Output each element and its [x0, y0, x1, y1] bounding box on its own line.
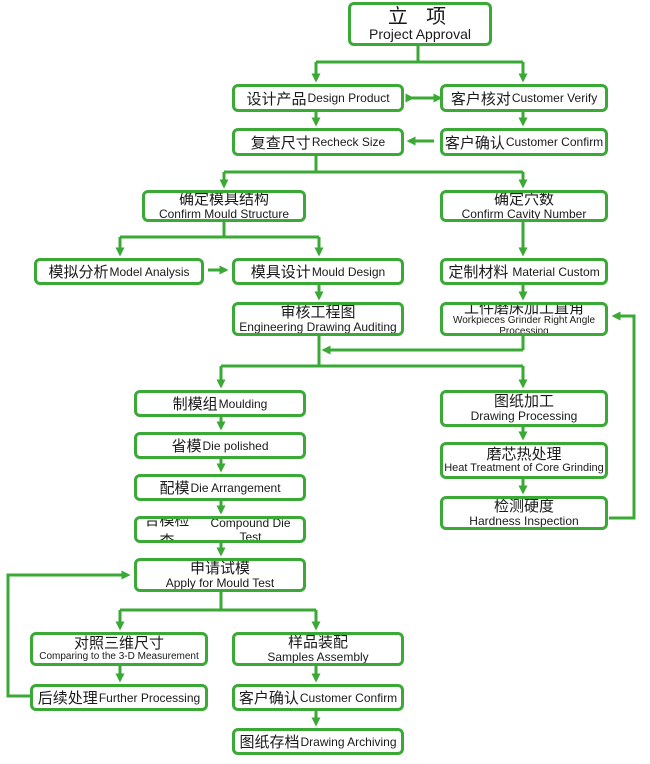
- node-label-cn: 申请试模: [189, 558, 250, 577]
- node-label-en: Die Arrangement: [190, 480, 281, 495]
- node-label-en: Comparing to the 3-D Measurement: [39, 650, 199, 662]
- node-label-cn: 合模检查: [144, 516, 190, 543]
- node-label-cn: 磨芯热处理: [486, 444, 562, 463]
- node-label-en: Mould Design: [311, 264, 386, 279]
- node-label-en: Die polished: [202, 438, 269, 453]
- node-label-en: Customer Confirm: [505, 135, 604, 149]
- node-label-cn: 省模: [171, 437, 202, 455]
- node-heat-treatment: 磨芯热处理 Heat Treatment of Core Grinding: [440, 442, 608, 479]
- node-label-cn: 配模: [159, 479, 190, 497]
- node-label-cn: 客户确认: [444, 133, 505, 152]
- node-label-en: Material Custom: [512, 264, 600, 279]
- node-label-en: Design Product: [307, 91, 390, 105]
- node-label-en: Further Processing: [98, 690, 201, 705]
- node-label-cn: 对照三维尺寸: [73, 633, 164, 652]
- node-label-cn: 定制材料: [448, 263, 509, 281]
- node-label-cn: 确定模具结构: [178, 190, 269, 208]
- node-label-cn: 制模组: [172, 395, 218, 413]
- node-samples-assembly: 样品装配 Samples Assembly: [232, 632, 404, 666]
- node-engineering-drawing-auditing: 审核工程图 Engineering Drawing Auditing: [232, 302, 404, 336]
- arrow-further-to-apply: [6, 570, 131, 698]
- node-label-en: Customer Confirm: [299, 690, 398, 705]
- node-label-cn: 客户核对: [450, 89, 511, 108]
- node-label-en: Apply for Mould Test: [165, 575, 275, 590]
- node-label-cn: 图纸存档: [239, 733, 300, 751]
- node-confirm-mould-structure: 确定模具结构 Confirm Mould Structure: [142, 190, 306, 222]
- node-label-cn: 检测硬度: [493, 496, 554, 515]
- node-label-cn: 样品装配: [287, 632, 348, 651]
- node-label-cn: 模具设计: [250, 263, 311, 281]
- node-hardness-inspection: 检测硬度 Hardness Inspection: [440, 496, 608, 530]
- node-label-en: Moulding: [218, 396, 268, 411]
- node-label-en: Model Analysis: [109, 264, 190, 279]
- node-label-cn: 后续处理: [37, 689, 98, 707]
- node-label-cn: 确定穴数: [493, 190, 554, 208]
- node-label-en: Confirm Cavity Number: [461, 206, 587, 221]
- node-label-cn: 客户确认: [238, 689, 299, 707]
- node-label-en: Heat Treatment of Core Grinding: [444, 461, 604, 474]
- node-label-en: Project Approval: [369, 26, 471, 43]
- arrow-hardness-to-grinder: [609, 311, 636, 520]
- node-label-cn: 设计产品: [246, 89, 307, 108]
- node-label-en: Workpieces Grinder Right Angle Processin…: [452, 315, 596, 336]
- node-label-en: Engineering Drawing Auditing: [239, 319, 397, 334]
- node-label-en: Compound Die Test: [210, 516, 291, 543]
- node-confirm-cavity-number: 确定穴数 Confirm Cavity Number: [440, 190, 608, 222]
- node-label-en: Customer Verify: [511, 91, 598, 105]
- node-workpieces-grinder: 工件磨床加工直角 Workpieces Grinder Right Angle …: [440, 302, 608, 336]
- node-label-en: Drawing Archiving: [300, 734, 397, 749]
- node-compound-die-test: 合模检查 Compound Die Test: [134, 516, 306, 543]
- node-comparing-3d: 对照三维尺寸 Comparing to the 3-D Measurement: [30, 632, 208, 666]
- node-label-en: Confirm Mould Structure: [158, 206, 290, 221]
- node-apply-mould-test: 申请试模 Apply for Mould Test: [134, 558, 306, 592]
- node-label-en: Hardness Inspection: [469, 513, 579, 528]
- node-project-approval: 立 项 Project Approval: [348, 2, 492, 46]
- node-label-cn: 复查尺寸: [250, 133, 311, 152]
- node-label-cn: 审核工程图: [280, 302, 356, 321]
- node-label-cn: 图纸加工: [493, 392, 554, 411]
- node-label-cn: 模拟分析: [48, 263, 109, 281]
- node-label-en: Samples Assembly: [267, 649, 369, 664]
- node-label-en: Recheck Size: [311, 135, 386, 149]
- node-label-cn: 工件磨床加工直角: [463, 302, 584, 317]
- node-label-en: Drawing Processing: [470, 409, 578, 424]
- node-label-cn: 立 项: [387, 4, 453, 29]
- node-drawing-processing: 图纸加工 Drawing Processing: [440, 390, 608, 427]
